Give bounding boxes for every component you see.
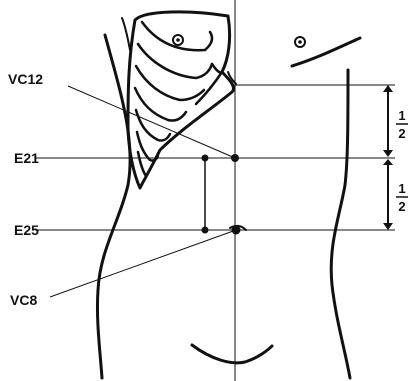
rib-5 bbox=[136, 110, 170, 141]
bracket-arrow-mid-up bbox=[383, 150, 393, 157]
right-chest-contour bbox=[292, 38, 360, 66]
pubic-curve bbox=[192, 345, 272, 363]
upper-fraction-denominator: 2 bbox=[398, 126, 405, 141]
torso-left-contour bbox=[97, 35, 130, 378]
vc12-leader bbox=[68, 86, 235, 158]
left-shoulder-line bbox=[122, 18, 130, 50]
label-vc8: VC8 bbox=[10, 292, 37, 308]
lower-fraction-numerator: 1 bbox=[398, 181, 405, 196]
bracket-arrow-bottom bbox=[383, 223, 393, 230]
e25-point bbox=[202, 227, 209, 234]
torso-right-contour bbox=[331, 70, 350, 378]
e21-point bbox=[202, 155, 209, 162]
label-e25: E25 bbox=[14, 222, 39, 238]
rib-7 bbox=[138, 152, 146, 176]
vc8-leader bbox=[50, 230, 236, 297]
bracket-arrow-top bbox=[383, 85, 393, 92]
lower-fraction-denominator: 2 bbox=[398, 199, 405, 214]
upper-fraction-numerator: 1 bbox=[398, 108, 405, 123]
left-nipple bbox=[173, 35, 183, 45]
label-e21: E21 bbox=[14, 150, 39, 166]
label-vc12: VC12 bbox=[8, 71, 43, 87]
right-nipple bbox=[295, 37, 305, 47]
bracket-arrow-mid-down bbox=[383, 159, 393, 165]
rib-cage bbox=[128, 12, 234, 188]
